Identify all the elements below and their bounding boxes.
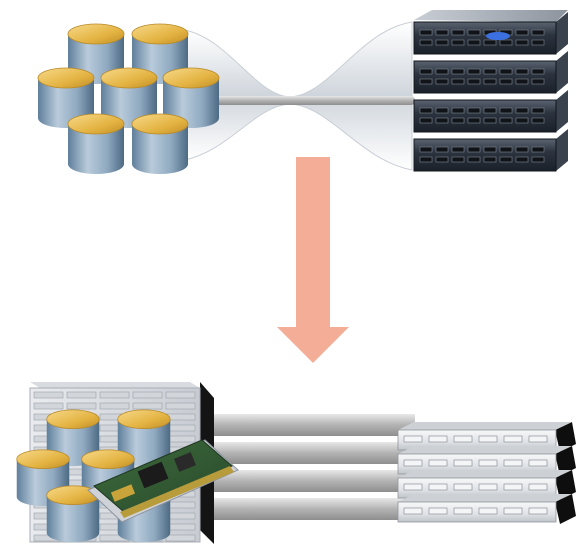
cable-bundle-icon xyxy=(205,414,415,436)
network-link-icon xyxy=(205,96,415,105)
rack-server-icon xyxy=(397,446,576,476)
rack-server-icon xyxy=(397,422,576,452)
cable-bundle-icon xyxy=(205,442,415,464)
database-cylinder-icon xyxy=(67,113,125,175)
rack-server-icon xyxy=(397,494,576,524)
cable-bundle-icon xyxy=(205,470,415,492)
rack-server-icon xyxy=(397,470,576,500)
database-cylinder-icon xyxy=(131,113,189,175)
top-server-stack xyxy=(413,10,568,172)
database-cylinder-icon xyxy=(46,485,100,543)
cable-bundle-icon xyxy=(205,498,415,520)
rack-server-icon xyxy=(413,51,568,94)
bottom-server-stack xyxy=(397,422,576,524)
rack-server-icon xyxy=(413,90,568,133)
top-connection xyxy=(184,21,415,171)
rack-server-icon xyxy=(413,129,568,172)
pcie-card-icon xyxy=(87,439,239,523)
down-arrow-icon xyxy=(277,157,349,363)
bottom-cable-bundle xyxy=(205,414,415,520)
rack-server-icon xyxy=(413,12,568,55)
